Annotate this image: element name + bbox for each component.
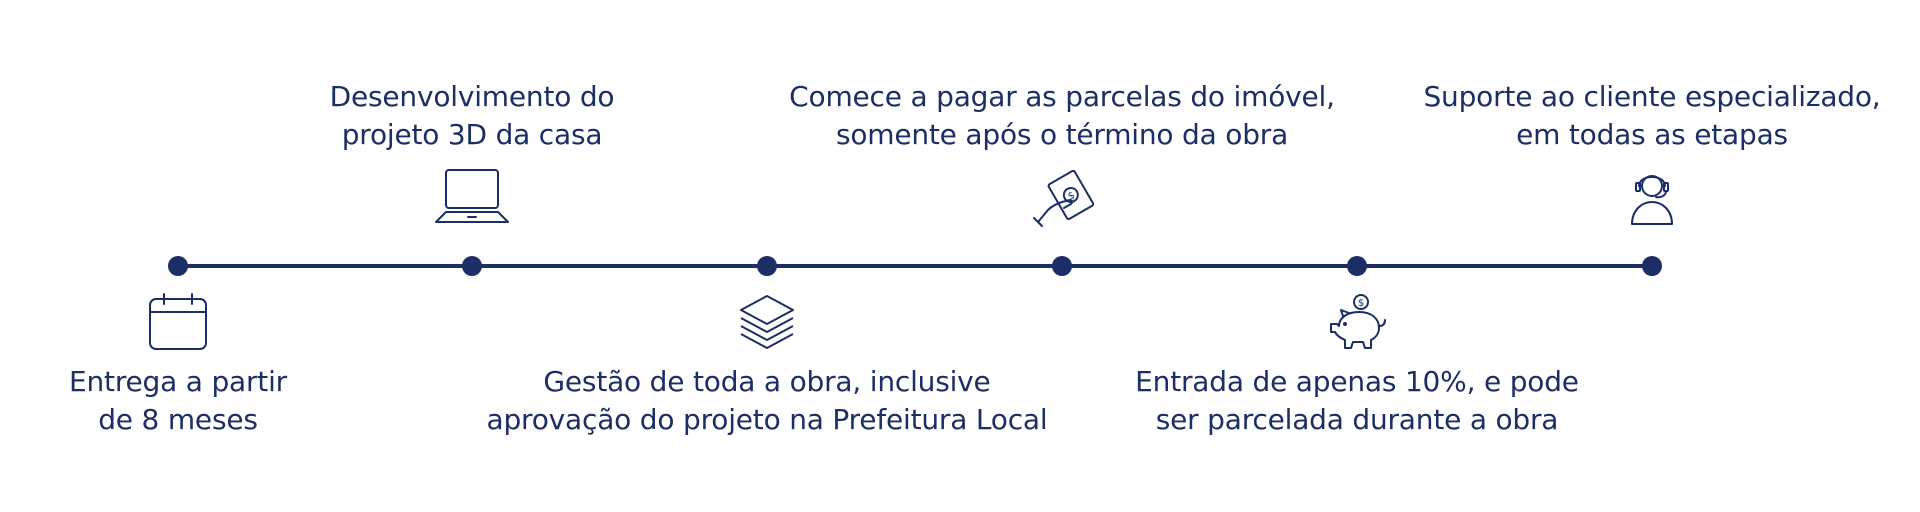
step-label-line-1: Suporte ao cliente especializado,	[1423, 80, 1881, 113]
svg-text:$: $	[1066, 190, 1077, 203]
step-label-line-1: Comece a pagar as parcelas do imóvel,	[789, 80, 1335, 113]
hand-money-icon: $	[1020, 166, 1104, 230]
step-label-line-1: Gestão de toda a obra, inclusive	[543, 365, 991, 398]
timeline-dot-3	[757, 256, 777, 276]
step-label-line-2: aprovação do projeto na Prefeitura Local	[486, 403, 1048, 436]
step-label-line-2: projeto 3D da casa	[341, 118, 603, 151]
timeline-dot-2	[462, 256, 482, 276]
svg-text:$: $	[1358, 298, 1364, 309]
step-label-line-2: ser parcelada durante a obra	[1155, 403, 1559, 436]
timeline-dot-1	[168, 256, 188, 276]
stacked-layers-icon	[725, 292, 809, 356]
step-label-construction-management: Gestão de toda a obra, inclusive aprovaç…	[457, 363, 1077, 439]
laptop-icon	[430, 166, 514, 230]
step-label-line-1: Entrada de apenas 10%, e pode	[1135, 365, 1579, 398]
step-label-line-2: de 8 meses	[98, 403, 258, 436]
step-label-delivery: Entrega a partir de 8 meses	[0, 363, 488, 439]
step-label-payment-after-construction: Comece a pagar as parcelas do imóvel, so…	[752, 78, 1372, 154]
step-label-line-1: Desenvolvimento do	[329, 80, 615, 113]
calendar-icon	[136, 292, 220, 356]
step-label-3d-project: Desenvolvimento do projeto 3D da casa	[162, 78, 782, 154]
step-label-line-2: em todas as etapas	[1516, 118, 1788, 151]
step-label-customer-support: Suporte ao cliente especializado, em tod…	[1342, 78, 1920, 154]
timeline-dot-4	[1052, 256, 1072, 276]
timeline-dot-6	[1642, 256, 1662, 276]
timeline-dot-5	[1347, 256, 1367, 276]
step-label-line-2: somente após o término da obra	[835, 118, 1289, 151]
step-label-line-1: Entrega a partir	[69, 365, 287, 398]
step-label-down-payment: Entrada de apenas 10%, e pode ser parcel…	[1047, 363, 1667, 439]
timeline-line	[178, 264, 1652, 268]
piggy-bank-icon: $	[1315, 292, 1399, 356]
headset-support-icon	[1610, 166, 1694, 230]
